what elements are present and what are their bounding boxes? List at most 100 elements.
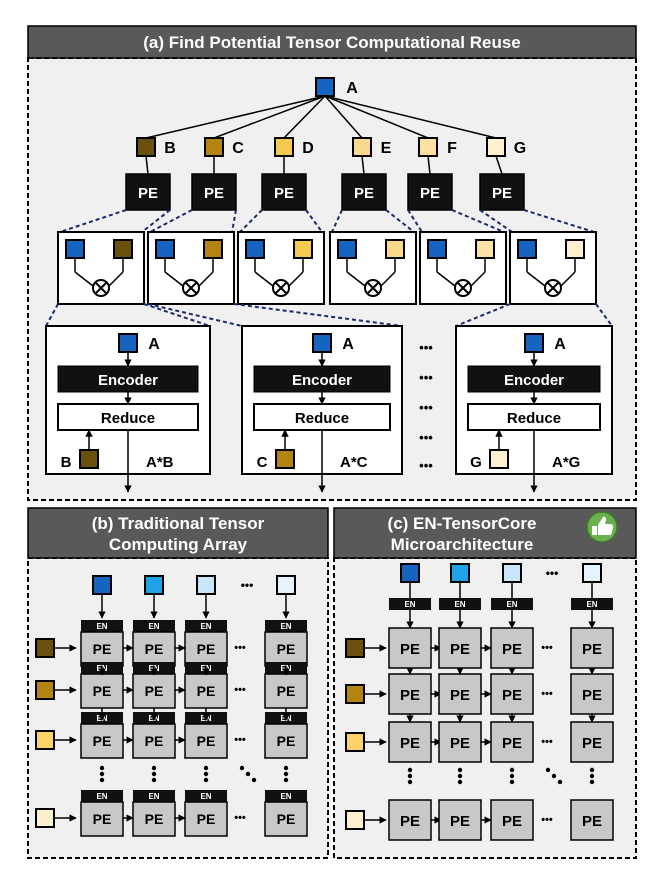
ellipsis-dot [407,767,413,773]
reduce-label: Reduce [295,410,349,427]
connector-line [436,271,456,287]
panel-b-title-line1: (b) Traditional Tensor [92,514,265,533]
detail-input-a-label: A [148,336,160,353]
pe-cell-label: PE [400,641,420,658]
pe-box-label: PE [138,185,158,202]
ellipsis-text: ••• [541,642,553,654]
column-input-square [144,575,164,595]
pe-box-label: PE [420,185,440,202]
input-c-square [204,137,224,157]
column-input-square [400,563,420,583]
connector-line [380,271,396,287]
detail-weight-square [79,449,99,469]
detail-input-a-label: A [342,336,354,353]
pe-cell [490,799,534,841]
panel-b-title-line2: Computing Array [109,535,248,554]
input-to-pe-line [361,155,365,175]
detail-weight-square [275,449,295,469]
zoom-line [451,209,505,233]
column-input-square [92,575,112,595]
column-input-square [502,563,522,583]
ellipsis-dot [99,777,105,783]
pe-cell-label: PE [145,683,164,699]
en-label: EN [404,600,415,609]
multiplier-input-weight-square [385,239,405,259]
pe-cell [80,631,124,667]
pe-cell-label: PE [145,811,164,827]
pe-cell [264,723,308,759]
fanout-line [324,95,497,139]
pe-cell-label: PE [450,641,470,658]
pe-cell [570,799,614,841]
pe-cell-label: PE [93,811,112,827]
pe-box [341,173,387,211]
pe-cell [184,801,228,837]
ellipsis-dot [251,777,257,783]
pe-cell [570,721,614,763]
ellipsis-dot [239,765,245,771]
ellipsis-text: ••• [541,814,553,826]
connector-line [164,271,184,287]
ellipsis-dot [545,767,551,773]
ellipsis-dot [407,773,413,779]
pe-cell [264,631,308,667]
pe-cell-label: PE [145,641,164,657]
input-g-label: G [514,140,526,157]
input-to-pe-line [427,155,431,175]
detail-result-label: A*C [340,454,368,471]
ellipsis-dot [457,773,463,779]
pe-cell [490,627,534,669]
pe-cell [132,723,176,759]
ellipsis-text: ••• [419,400,433,415]
input-d-square [274,137,294,157]
ellipsis-text: ••• [419,430,433,445]
pe-cell-label: PE [400,687,420,704]
row-input-square [345,810,365,830]
multiply-icon-stroke [366,281,380,295]
ellipsis-text: ••• [234,812,246,824]
pe-cell-label: PE [450,735,470,752]
multiplier-input-a-square [517,239,537,259]
ellipsis-dot [407,779,413,785]
encoder-label: Encoder [98,372,158,389]
encoder-block [253,365,391,393]
ellipsis-dot [245,771,251,777]
ellipsis-dot [99,765,105,771]
connector-line [74,271,94,287]
zoom-line [149,209,193,233]
pe-cell-label: PE [502,687,522,704]
zoom-line [305,209,323,233]
ellipsis-text: ••• [541,688,553,700]
pe-cell [132,631,176,667]
multiplier-input-a-square [65,239,85,259]
pe-box [191,173,237,211]
en-label: EN [586,600,597,609]
en-label: EN [96,622,107,631]
row-input-square [35,680,55,700]
ellipsis-text: ••• [234,734,246,746]
pe-box-label: PE [204,185,224,202]
zoom-line [233,303,403,327]
zoom-line [239,209,263,233]
pe-cell-label: PE [197,641,216,657]
ellipsis-text: ••• [546,566,559,580]
input-e-label: E [381,140,392,157]
pe-cell-label: PE [93,683,112,699]
en-tag [265,620,307,632]
ellipsis-dot [283,765,289,771]
zoom-line [231,209,237,233]
pe-cell [264,673,308,709]
detail-weight-label: G [470,454,482,471]
pe-cell [438,799,482,841]
en-tag [439,598,481,610]
pe-cell [184,631,228,667]
reduce-label: Reduce [101,410,155,427]
ellipsis-dot [557,779,563,785]
en-tag [133,620,175,632]
zoom-line [141,209,171,233]
connector-line [198,271,214,287]
pe-cell-label: PE [197,683,216,699]
en-label: EN [506,600,517,609]
